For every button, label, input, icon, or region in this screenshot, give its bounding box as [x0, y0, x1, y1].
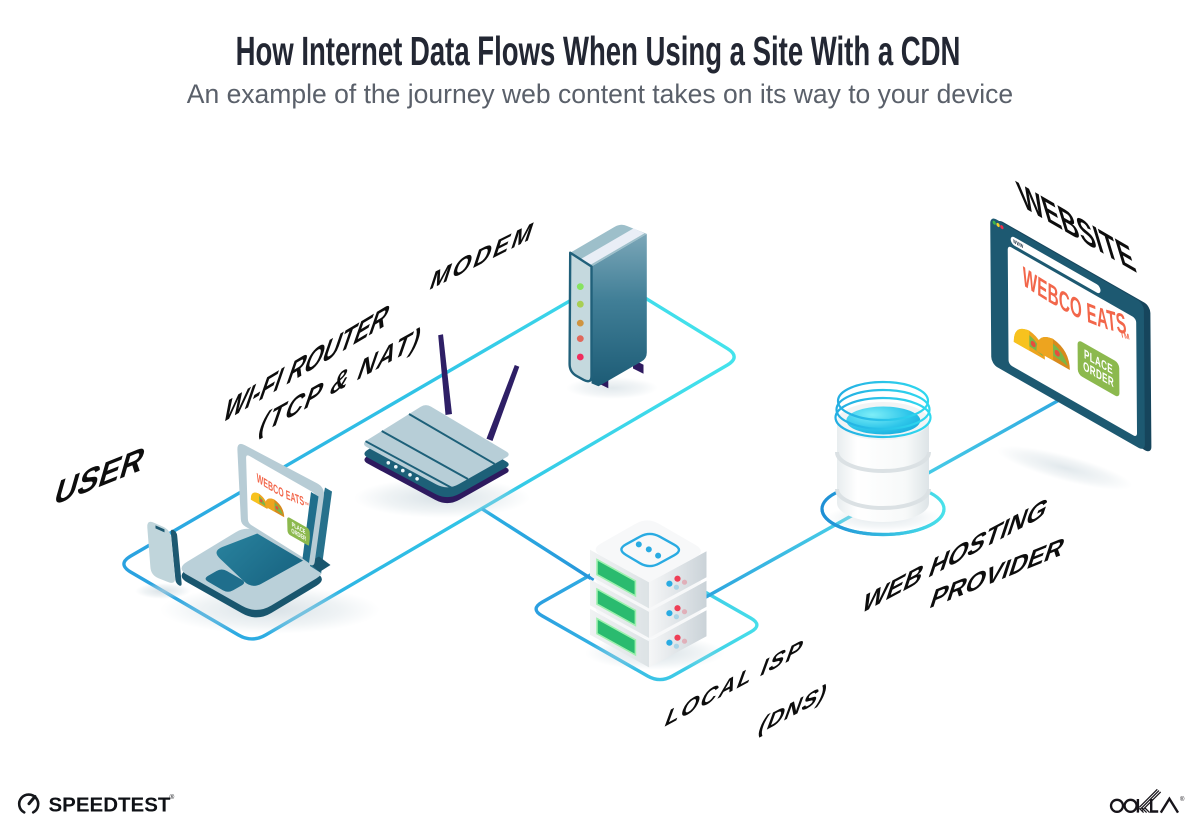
svg-text:How Internet Data Flows When U: How Internet Data Flows When Using a Sit…: [236, 29, 961, 75]
svg-text:MODEM: MODEM: [426, 214, 540, 296]
svg-text:USER: USER: [50, 438, 150, 514]
svg-text:TM: TM: [1119, 329, 1130, 341]
svg-text:TM: TM: [304, 501, 309, 507]
svg-text:®: ®: [1180, 796, 1185, 803]
svg-text:SPEEDTEST: SPEEDTEST: [49, 794, 171, 817]
svg-text:(DNS): (DNS): [755, 676, 833, 740]
svg-text:WWW: WWW: [1013, 238, 1023, 251]
svg-text:An example of the journey web: An example of the journey web content ta…: [187, 79, 1013, 109]
svg-text:®: ®: [170, 793, 175, 801]
